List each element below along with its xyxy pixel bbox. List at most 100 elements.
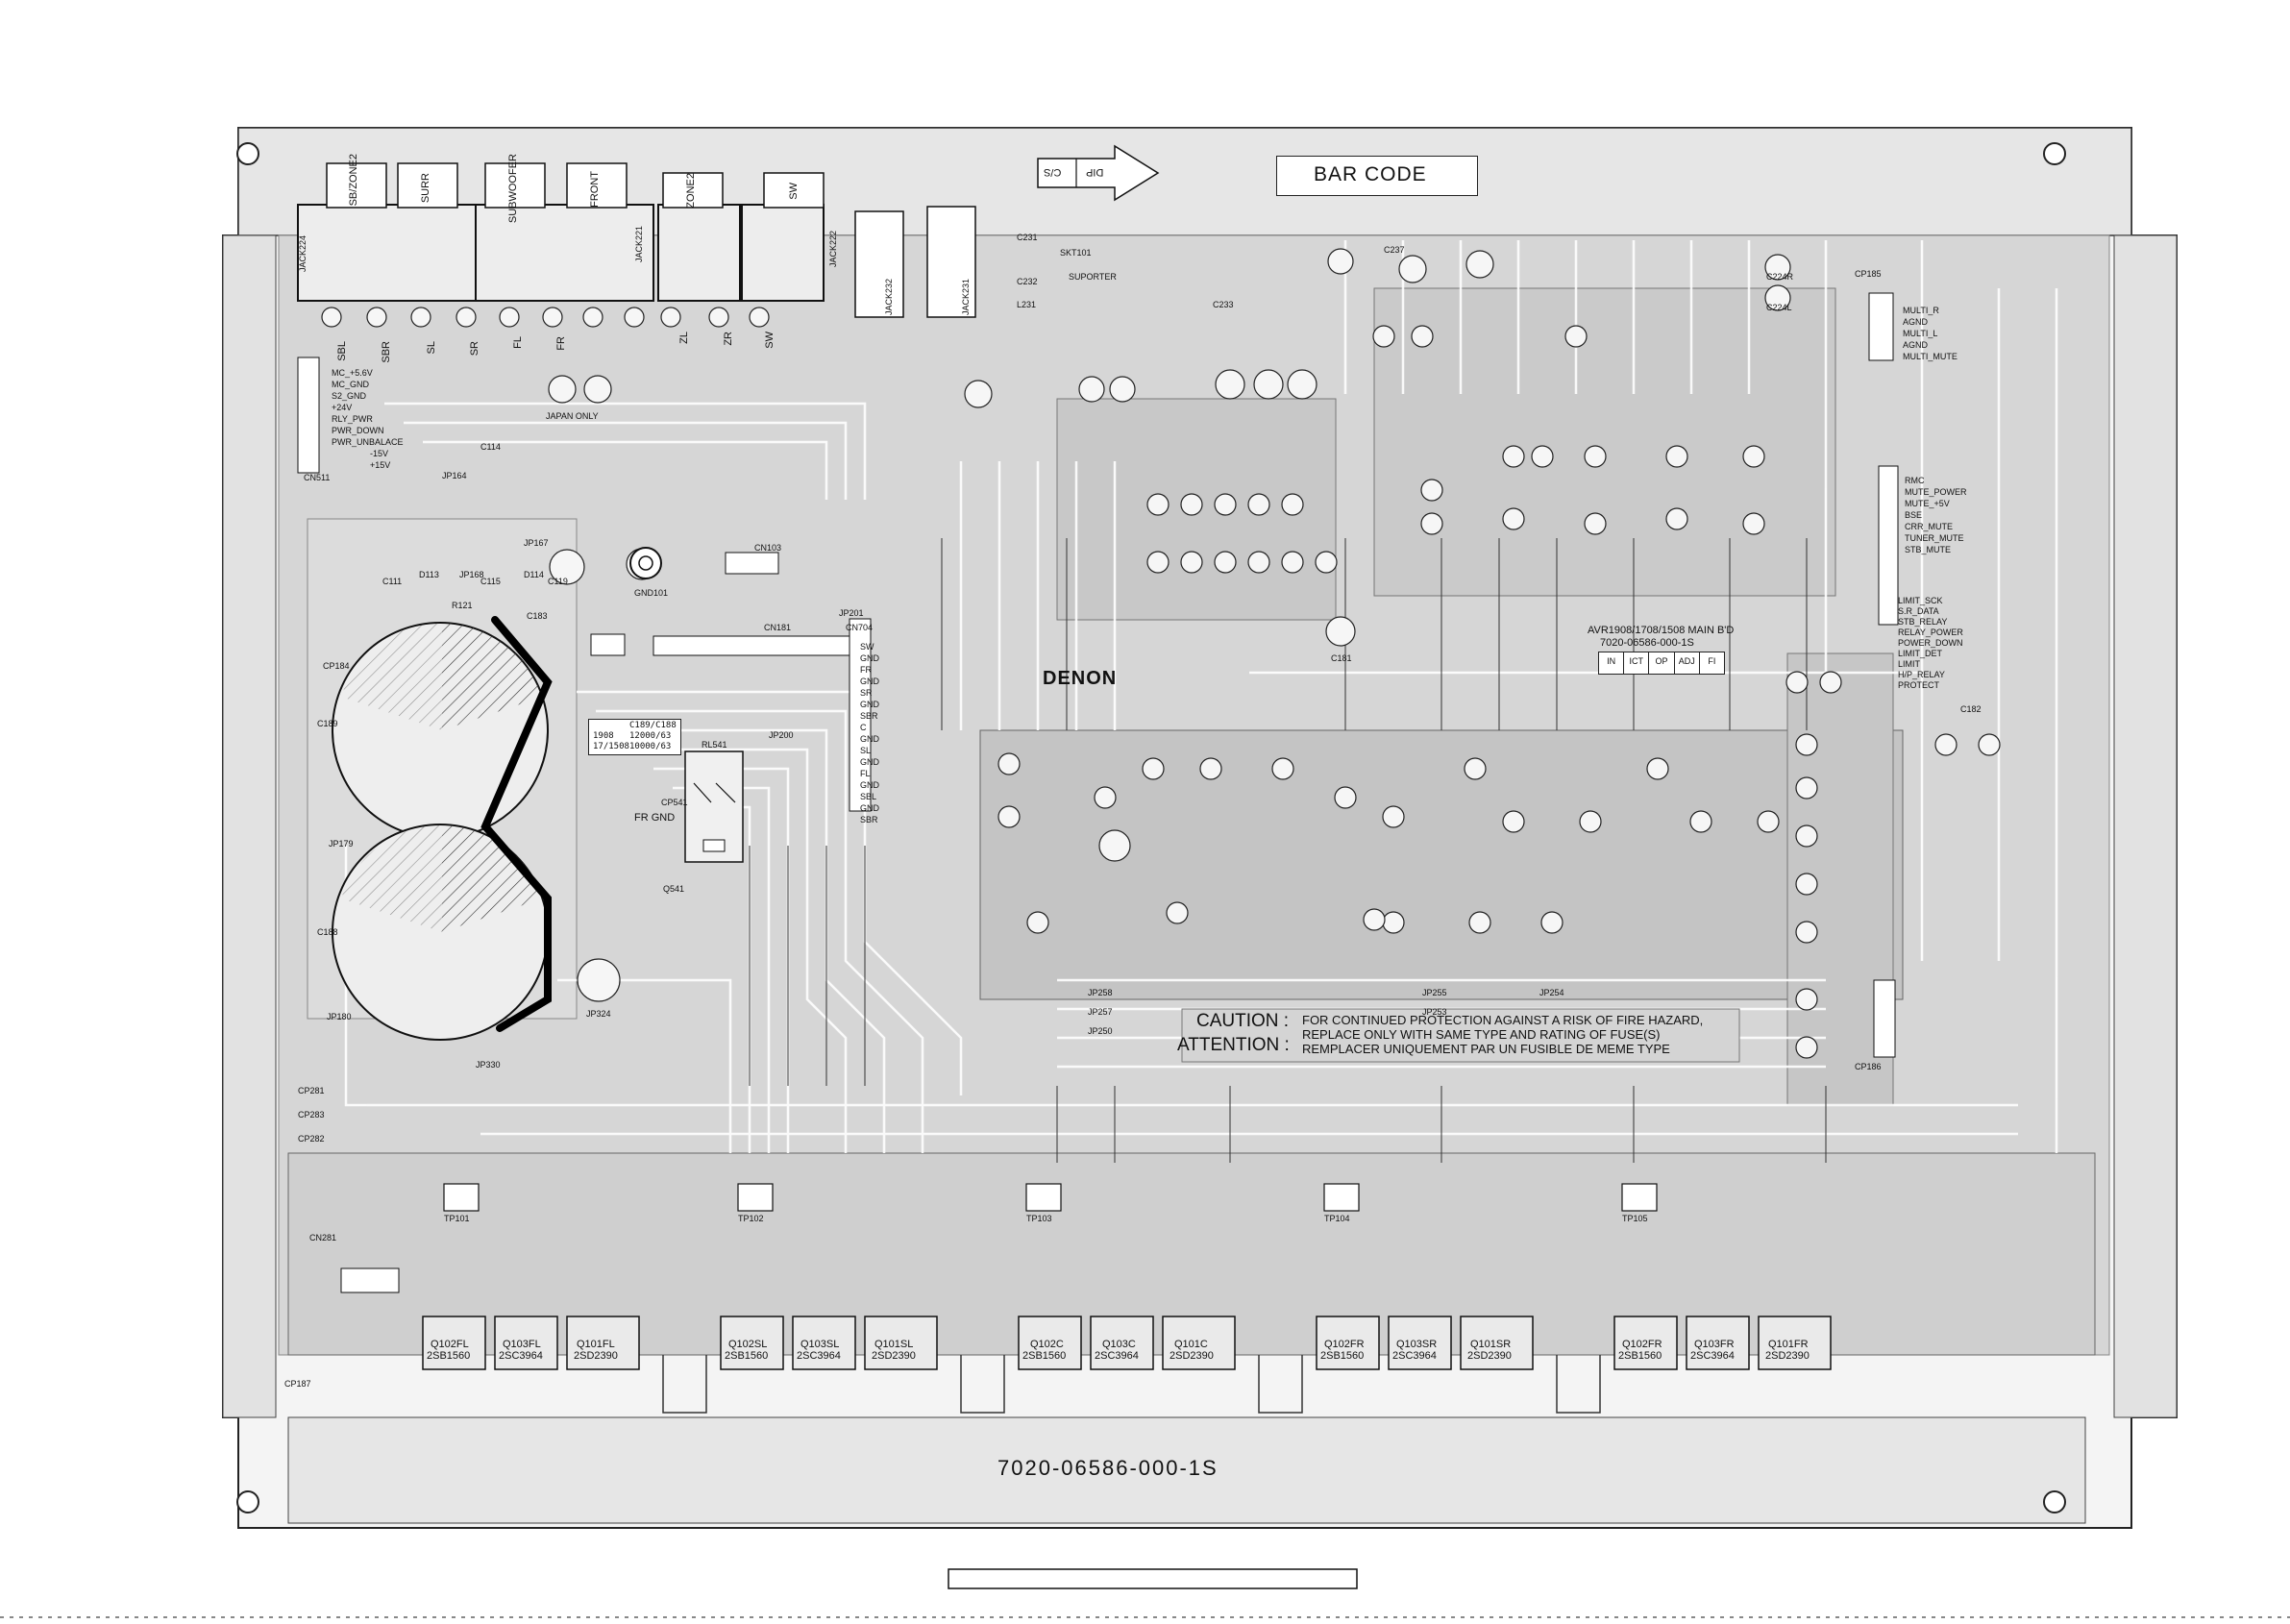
rl541-label: RL541 — [702, 740, 727, 750]
q541-label: Q541 — [663, 884, 685, 894]
jp257-label: JP257 — [1088, 1007, 1113, 1017]
jp167-label: JP167 — [524, 538, 549, 548]
jack-label-zone2: ZONE2 — [685, 173, 697, 209]
channel-zl: ZL — [678, 332, 690, 344]
cn704-pin: GND — [860, 757, 879, 767]
channel-sr: SR — [469, 341, 480, 357]
transistor-part: 2SD2390 — [574, 1350, 618, 1362]
channel-sw: SW — [764, 332, 776, 349]
bar-code-label: BAR CODE — [1314, 163, 1427, 185]
c183-label: C183 — [527, 611, 548, 621]
japan-only-label: JAPAN ONLY — [546, 411, 599, 421]
pin-label: S.R_DATA — [1898, 606, 1939, 616]
transistor-ref: Q102FL — [431, 1339, 469, 1350]
transistor-ref: Q103FR — [1694, 1339, 1735, 1350]
heatsink-notches — [662, 1355, 1601, 1414]
jack224-label: JACK224 — [298, 235, 308, 273]
cs-tag: C/S — [1038, 159, 1076, 187]
pin-label: STB_RELAY — [1898, 617, 1948, 627]
c119-label: C119 — [548, 577, 568, 586]
pin-label: RMC — [1905, 476, 1925, 485]
cp281-label: CP281 — [298, 1086, 325, 1095]
cap-table-model: 17/1508 — [593, 742, 629, 751]
pin-label: -15V — [370, 449, 389, 458]
channel-zr: ZR — [723, 332, 734, 346]
cs-label: C/S — [1044, 166, 1062, 178]
jack-label-subwoofer: SUBWOOFER — [507, 154, 519, 224]
cp283-label: CP283 — [298, 1110, 325, 1120]
cp282-label: CP282 — [298, 1134, 325, 1144]
inspection-col: IN — [1599, 652, 1625, 674]
model-line-2: 7020-06586-000-1S — [1600, 637, 1694, 649]
fr-gnd-label: FR GND — [634, 812, 676, 824]
transistor-ref: Q102C — [1030, 1339, 1064, 1350]
transistor-part: 2SC3964 — [1690, 1350, 1735, 1362]
inspection-col: OP — [1649, 652, 1675, 674]
inspection-col: ADJ — [1675, 652, 1700, 674]
pin-label: BSE — [1905, 510, 1923, 520]
gnd101-label: GND101 — [634, 588, 669, 598]
jack231-label: JACK231 — [961, 279, 971, 316]
transistor-part: 2SD2390 — [1467, 1350, 1512, 1362]
cn704-pin: SL — [860, 746, 872, 755]
cn281-label: CN281 — [309, 1233, 337, 1243]
pin-label: POWER_DOWN — [1898, 638, 1963, 648]
inspection-table: IN ICT OP ADJ FI — [1598, 652, 1725, 675]
r121-label: R121 — [452, 601, 473, 610]
jack-label-surr: SURR — [420, 173, 431, 204]
transistor-part: 2SB1560 — [1320, 1350, 1365, 1362]
caution-plate — [1181, 1008, 1740, 1063]
transistor-part: 2SC3964 — [797, 1350, 841, 1362]
cn704-pin: GND — [860, 700, 879, 709]
pin-label: RELAY_POWER — [1898, 627, 1963, 637]
relay-rl541 — [684, 750, 744, 863]
cn704-label: CN704 — [846, 623, 874, 632]
tp101-label: TP101 — [444, 1214, 470, 1223]
cn103-label: CN103 — [754, 543, 782, 553]
transistor-part: 2SB1560 — [725, 1350, 769, 1362]
cn704-pin: FL — [860, 769, 871, 778]
signal-lines — [749, 538, 1827, 1163]
transistor-ref: Q101SL — [874, 1339, 914, 1350]
transistor-ref: Q103SL — [800, 1339, 840, 1350]
transistor-part: 2SD2390 — [1170, 1350, 1214, 1362]
transistor-ref: Q101SR — [1470, 1339, 1512, 1350]
jp258-label: JP258 — [1088, 988, 1113, 997]
cap-table-model: 1908 — [593, 731, 614, 741]
transistor-ref: Q103SR — [1396, 1339, 1438, 1350]
component-field — [321, 248, 2001, 1059]
pin-label: RLY_PWR — [332, 414, 373, 424]
channel-sl: SL — [426, 341, 437, 355]
brand-logo: DENON — [1043, 668, 1118, 689]
pin-label: LIMIT_SCK — [1898, 596, 1943, 605]
cp186-label: CP186 — [1855, 1062, 1882, 1071]
transistor-ref: Q103C — [1102, 1339, 1136, 1350]
pin-label: AGND — [1903, 340, 1929, 350]
pin-label: PWR_DOWN — [332, 426, 384, 435]
channel-fr: FR — [555, 336, 567, 351]
transistor-part: 2SC3964 — [1392, 1350, 1437, 1362]
gnd101-pad — [629, 547, 662, 579]
cn704-pin: GND — [860, 677, 879, 686]
bar-code-box: BAR CODE — [1276, 156, 1478, 196]
pin-label: AGND — [1903, 317, 1929, 327]
tp104-label: TP104 — [1324, 1214, 1350, 1223]
pin-label: LIMIT — [1898, 659, 1921, 669]
jp200-label: JP200 — [769, 730, 794, 740]
cn704-pin: SBL — [860, 792, 877, 801]
jp330-label: JP330 — [476, 1060, 501, 1070]
pin-label: MUTE_POWER — [1905, 487, 1967, 497]
c114-label: C114 — [480, 442, 501, 452]
skt101-label: SKT101 — [1060, 248, 1092, 258]
cp541-label: CP541 — [661, 798, 688, 807]
jp179-label: JP179 — [329, 839, 354, 849]
jp168-label: JP168 — [459, 570, 484, 579]
cap-table-value: 12000/63 — [629, 731, 672, 741]
jack232-label: JACK232 — [884, 279, 894, 316]
pin-label: MULTI_L — [1903, 329, 1938, 338]
jp164-label: JP164 — [442, 471, 467, 480]
pin-label: LIMIT_DET — [1898, 649, 1943, 658]
cap-table-header: C189/C188 — [629, 721, 677, 730]
pin-label: MULTI_R — [1903, 306, 1939, 315]
transistor-part: 2SB1560 — [427, 1350, 471, 1362]
